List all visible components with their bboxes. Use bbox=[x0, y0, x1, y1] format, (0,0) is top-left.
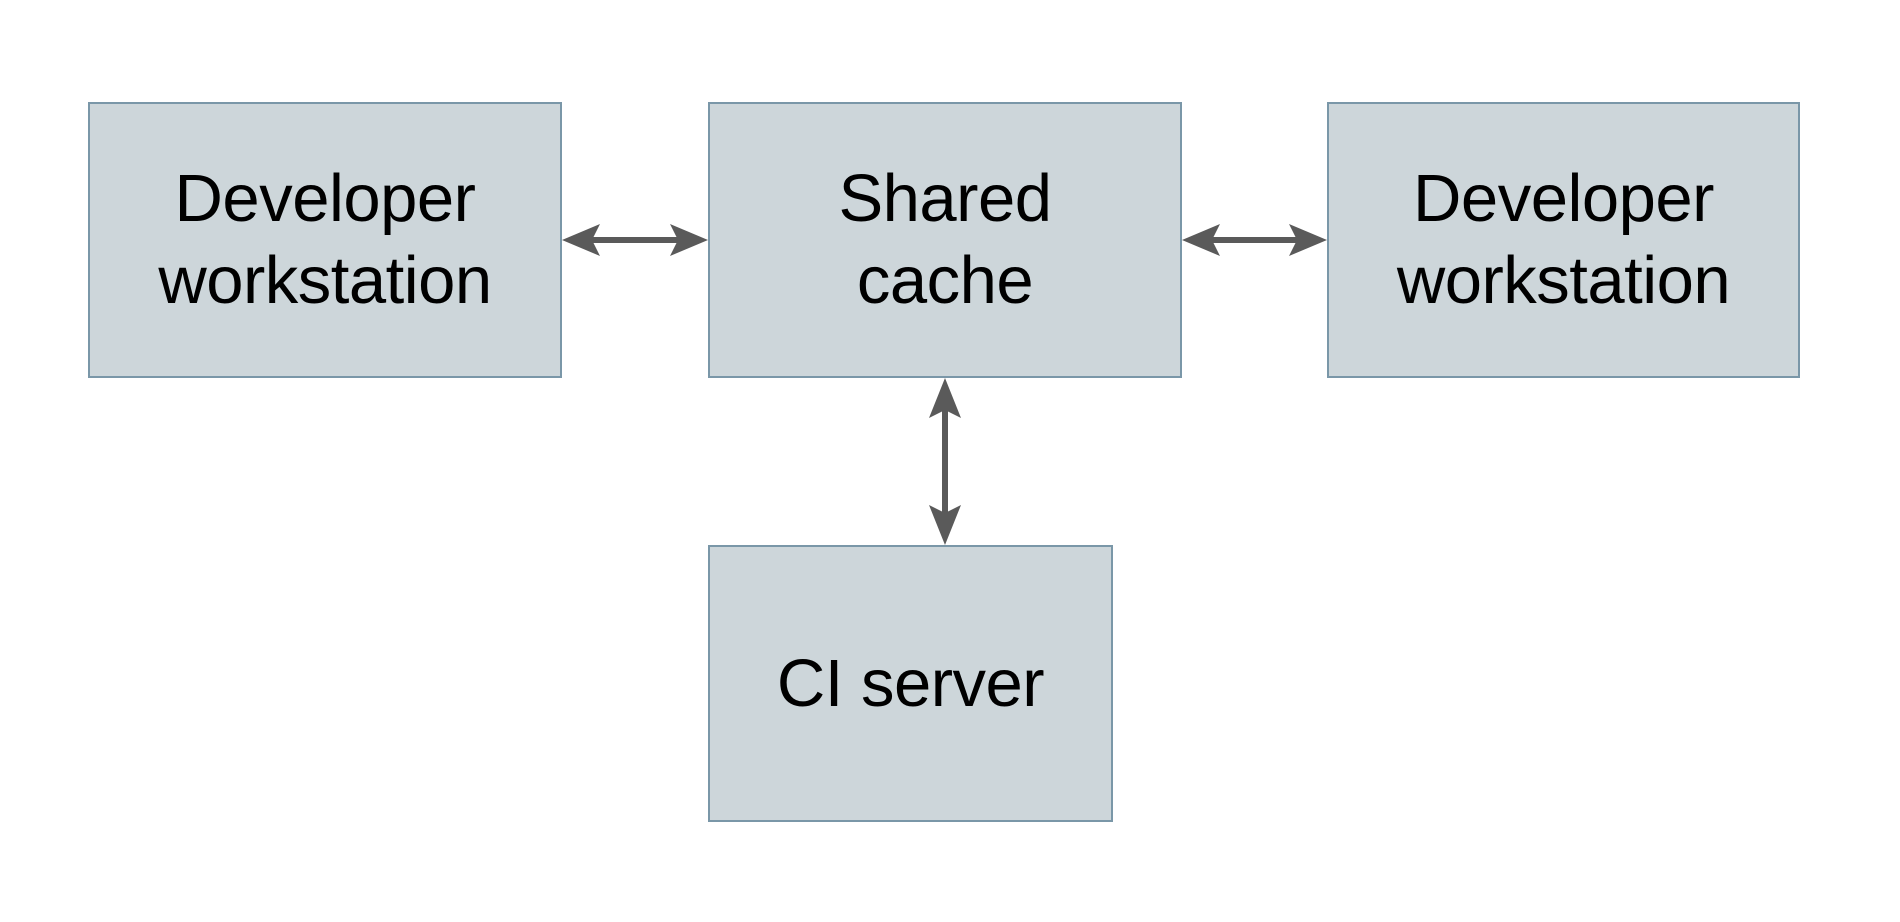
connector-developer-workstation-left-to-shared-cache[interactable] bbox=[562, 205, 708, 275]
node-label: CI server bbox=[776, 645, 1045, 721]
node-label: Developer workstation bbox=[158, 161, 492, 318]
arrowhead-down-icon bbox=[929, 505, 961, 545]
connector-shared-cache-to-ci-server[interactable] bbox=[910, 378, 980, 545]
node-developer-workstation-right[interactable]: Developer workstation bbox=[1327, 102, 1800, 378]
arrowhead-left-icon bbox=[1182, 224, 1220, 256]
node-ci-server[interactable]: CI server bbox=[708, 545, 1113, 822]
node-shared-cache[interactable]: Shared cache bbox=[708, 102, 1182, 378]
node-label: Shared cache bbox=[838, 161, 1052, 318]
arrowhead-left-icon bbox=[562, 224, 600, 256]
arrowhead-up-icon bbox=[929, 378, 961, 418]
arrowhead-right-icon bbox=[670, 224, 708, 256]
node-developer-workstation-left[interactable]: Developer workstation bbox=[88, 102, 562, 378]
node-label: Developer workstation bbox=[1396, 161, 1731, 318]
connector-shared-cache-to-developer-workstation-right[interactable] bbox=[1182, 205, 1327, 275]
arrowhead-right-icon bbox=[1289, 224, 1327, 256]
